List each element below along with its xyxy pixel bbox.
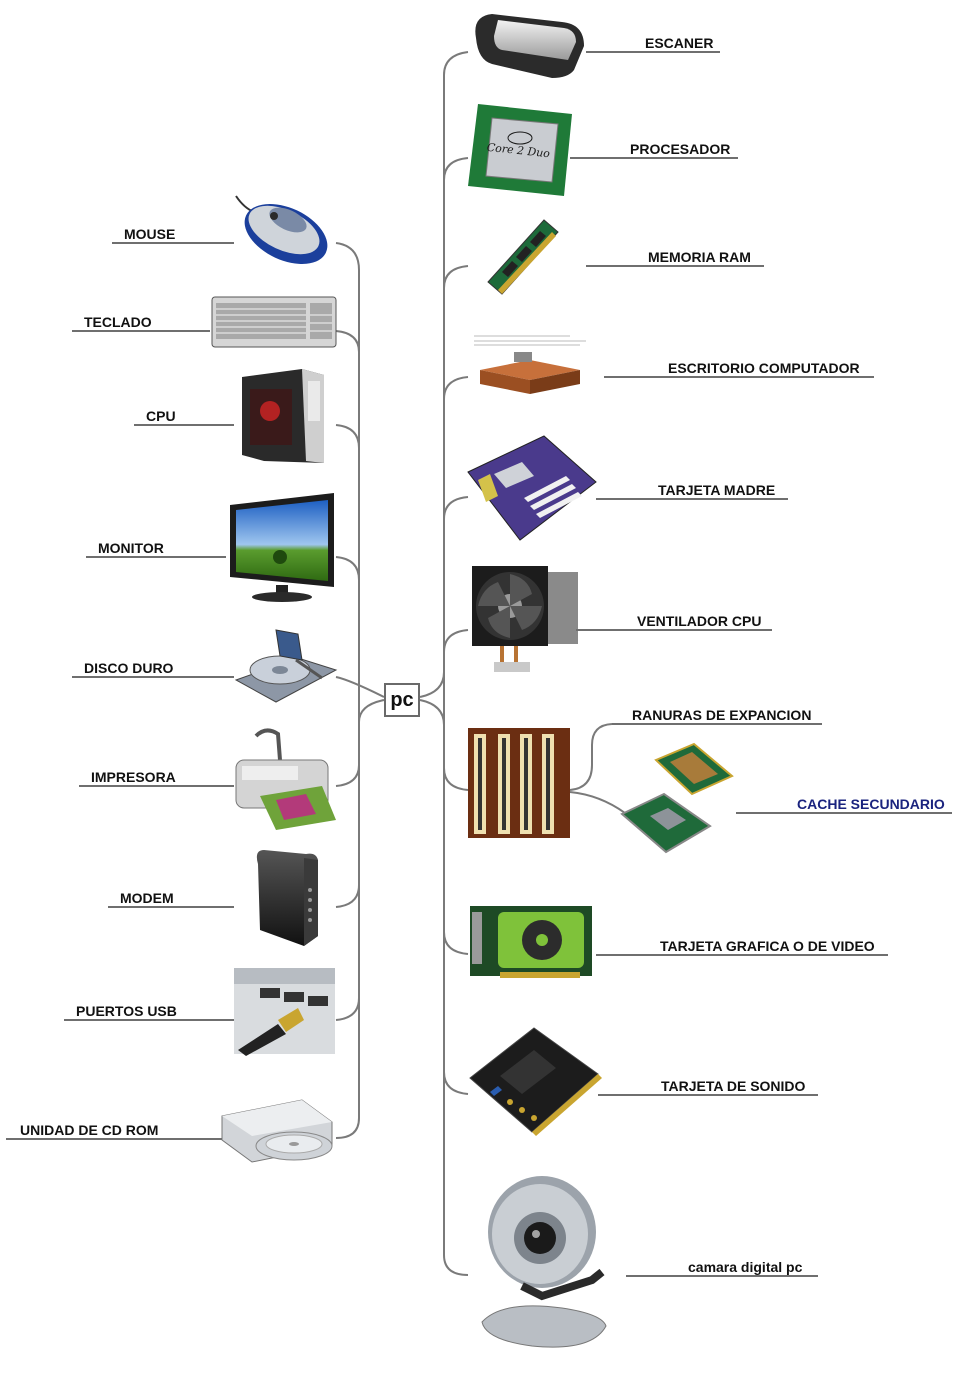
node-label-ranuras-expancion[interactable]: RANURAS DE EXPANCION <box>632 707 812 723</box>
node-label-escaner[interactable]: ESCANER <box>645 35 714 51</box>
usb-ports-icon <box>234 968 335 1056</box>
modem-icon <box>256 850 318 946</box>
node-underline <box>596 498 788 500</box>
node-label-tarjeta-madre[interactable]: TARJETA MADRE <box>658 482 776 498</box>
node-underline <box>576 629 772 631</box>
node-underline <box>79 785 234 787</box>
node-label-modem[interactable]: MODEM <box>120 890 174 906</box>
node-underline <box>72 676 234 678</box>
cpu-fan-icon <box>472 566 578 672</box>
node-underline <box>612 723 822 725</box>
node-underline <box>604 376 874 378</box>
node-underline <box>596 954 888 956</box>
node-label-tarjeta-grafica[interactable]: TARJETA GRAFICA O DE VIDEO <box>660 938 875 954</box>
node-underline <box>134 424 234 426</box>
node-underline <box>598 1094 818 1096</box>
node-label-procesador[interactable]: PROCESADOR <box>630 141 731 157</box>
node-underline <box>6 1138 222 1140</box>
scanner-icon <box>475 14 584 78</box>
node-label-escritorio-computador[interactable]: ESCRITORIO COMPUTADOR <box>668 360 860 376</box>
printer-icon <box>235 728 336 830</box>
node-label-unidad-cd-rom[interactable]: UNIDAD DE CD ROM <box>20 1122 159 1138</box>
motherboard-icon <box>467 435 597 541</box>
sound-card-icon <box>469 1027 602 1136</box>
node-label-cache-secundario[interactable]: CACHE SECUNDARIO <box>797 796 945 812</box>
monitor-icon <box>230 493 334 602</box>
node-underline <box>72 330 210 332</box>
cache-chip-icon <box>620 742 734 854</box>
connector-lines <box>335 51 626 1276</box>
node-underline <box>736 812 952 814</box>
node-label-monitor[interactable]: MONITOR <box>98 540 164 556</box>
node-underline <box>108 906 234 908</box>
node-label-impresora[interactable]: IMPRESORA <box>91 769 176 785</box>
processor-chip-icon: Core 2 Duo <box>468 104 572 196</box>
computer-tower-icon <box>242 369 324 463</box>
node-label-teclado[interactable]: TECLADO <box>84 314 152 330</box>
keyboard-icon <box>211 296 337 348</box>
computer-desk-icon <box>470 330 590 402</box>
node-label-cpu[interactable]: CPU <box>146 408 176 424</box>
expansion-slots-icon <box>468 728 570 838</box>
node-label-memoria-ram[interactable]: MEMORIA RAM <box>648 249 751 265</box>
webcam-icon <box>481 1176 607 1348</box>
node-underline <box>586 51 720 53</box>
graphics-card-icon <box>470 906 592 978</box>
mouse-icon <box>235 195 328 265</box>
node-underline <box>586 265 764 267</box>
node-label-tarjeta-sonido[interactable]: TARJETA DE SONIDO <box>661 1078 806 1094</box>
ram-module-icon <box>487 219 559 295</box>
node-label-camara-digital[interactable]: camara digital pc <box>688 1259 803 1275</box>
center-node-pc[interactable]: pc <box>384 683 420 717</box>
node-label-puertos-usb[interactable]: PUERTOS USB <box>76 1003 177 1019</box>
node-label-ventilador-cpu[interactable]: VENTILADOR CPU <box>637 613 762 629</box>
node-underline <box>64 1019 234 1021</box>
node-label-disco-duro[interactable]: DISCO DURO <box>84 660 174 676</box>
node-underline <box>86 556 226 558</box>
cd-drive-icon <box>221 1099 333 1163</box>
node-underline <box>570 157 738 159</box>
node-underline <box>626 1275 818 1277</box>
node-underline <box>112 242 234 244</box>
hard-disk-icon <box>234 629 338 703</box>
node-label-mouse[interactable]: MOUSE <box>124 226 176 242</box>
